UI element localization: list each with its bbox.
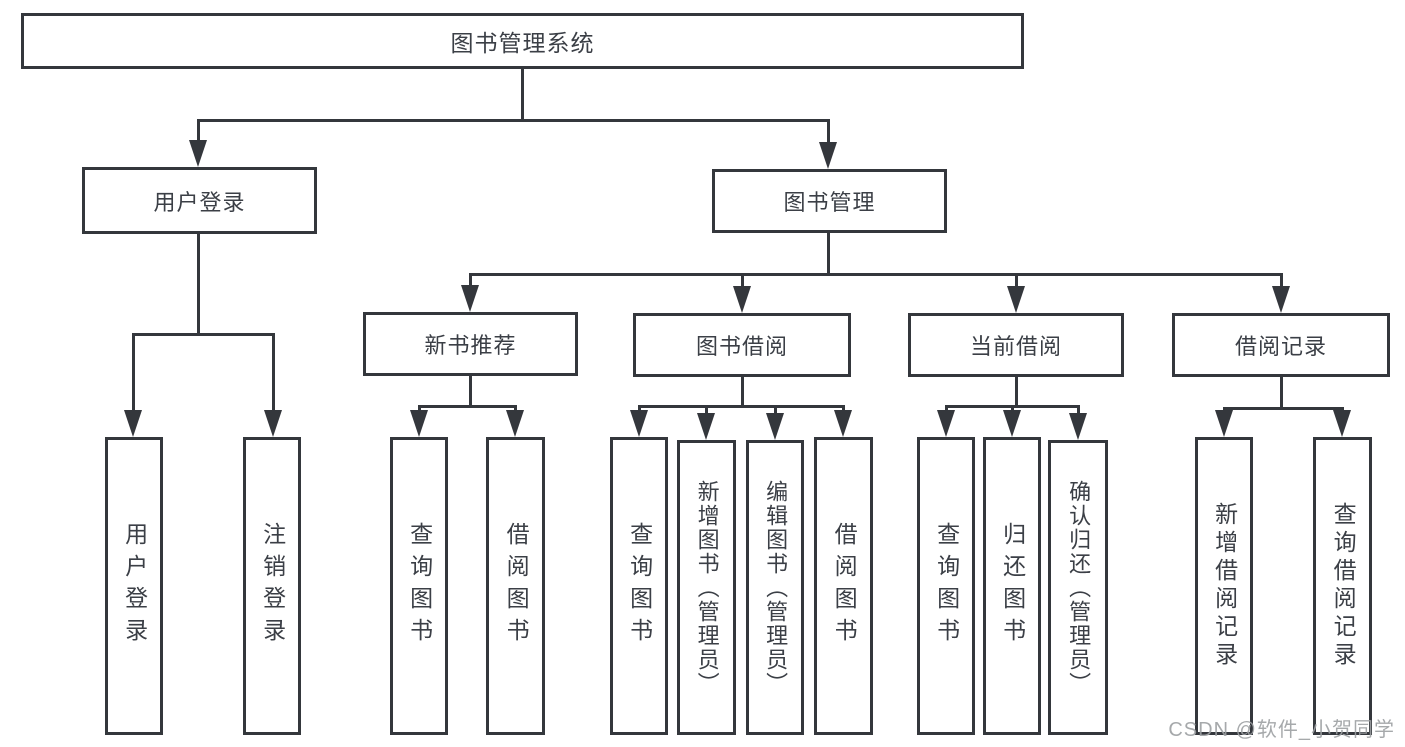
node-leaf-nbr-query-books: 查询图书 [390, 437, 448, 735]
node-label: 借阅图书 [503, 522, 530, 650]
arrow-to-br-query [1333, 410, 1351, 437]
arrow-to-bb-query [630, 410, 648, 437]
arrow-to-user-login [189, 140, 207, 167]
node-leaf-bb-borrow-books: 借阅图书 [814, 437, 873, 735]
arrow-to-ul-login [124, 410, 142, 437]
connector-drop-cb-query [945, 405, 948, 413]
node-current-borrowing: 当前借阅 [908, 313, 1124, 377]
connector-drop-user-login [197, 119, 200, 144]
node-leaf-bb-query-books: 查询图书 [610, 437, 668, 735]
connector-rail-user-login [132, 333, 274, 336]
connector-drop-bb-borrow [842, 405, 845, 413]
node-leaf-cb-query-books: 查询图书 [917, 437, 975, 735]
node-label: 查询借阅记录 [1330, 502, 1357, 670]
node-leaf-br-add-record: 新增借阅记录 [1195, 437, 1253, 735]
arrow-to-borrow-records [1272, 286, 1290, 313]
node-label: 归还图书 [999, 522, 1026, 650]
arrow-to-br-add [1215, 410, 1233, 437]
node-user-login-group: 用户登录 [82, 167, 317, 234]
arrow-to-current-borrow [1007, 286, 1025, 313]
connector-drop-nbr-borrow [514, 405, 517, 413]
arrow-to-cb-query [937, 410, 955, 437]
node-leaf-bb-edit-books-admin: 编辑图书（管理员） [746, 440, 804, 735]
arrow-to-ul-logout [264, 410, 282, 437]
node-leaf-cb-return-books: 归还图书 [983, 437, 1041, 735]
connector-stub-book-borrow [741, 376, 744, 406]
node-leaf-bb-add-books-admin: 新增图书（管理员） [677, 440, 736, 735]
node-label: 用户登录 [121, 522, 148, 650]
connector-stub-borrow-records [1280, 376, 1283, 409]
arrow-to-bb-add [697, 413, 715, 440]
node-leaf-logout: 注销登录 [243, 437, 301, 735]
node-label: 新增图书（管理员） [694, 479, 720, 696]
node-label: 用户登录 [153, 189, 246, 215]
node-label: 确认归还（管理员） [1066, 479, 1092, 696]
connector-drop-cb-confirm [1077, 405, 1080, 416]
connector-drop-borrow-records [1280, 273, 1283, 289]
connector-root-stub [521, 68, 524, 120]
node-label: 借阅记录 [1234, 334, 1327, 359]
connector-rail-borrow-records [1223, 407, 1343, 410]
connector-drop-book-mgmt [827, 119, 830, 145]
arrow-to-bb-borrow [834, 410, 852, 437]
connector-drop-current-borrow [1015, 273, 1018, 289]
connector-rail-book-borrow [638, 405, 844, 408]
node-leaf-user-login: 用户登录 [105, 437, 163, 735]
connector-stub-book-mgmt [827, 232, 830, 274]
arrow-to-nbr-query [410, 410, 428, 437]
connector-drop-bb-edit [774, 405, 777, 416]
node-leaf-nbr-borrow-books: 借阅图书 [486, 437, 545, 735]
connector-drop-bb-query [638, 405, 641, 413]
connector-drop-new-book [469, 273, 472, 289]
arrow-to-nbr-borrow [506, 410, 524, 437]
arrow-to-book-mgmt [819, 142, 837, 169]
arrow-to-bb-edit [766, 413, 784, 440]
connector-drop-book-borrow [741, 273, 744, 289]
connector-stub-new-book [469, 375, 472, 406]
connector-drop-nbr-query [418, 405, 421, 413]
node-label: 编辑图书（管理员） [763, 479, 789, 696]
node-label: 新书推荐 [424, 333, 517, 358]
arrow-to-cb-return [1003, 410, 1021, 437]
node-leaf-br-query-record: 查询借阅记录 [1313, 437, 1372, 735]
connector-drop-ul-login [132, 333, 135, 413]
node-label: 新增借阅记录 [1211, 502, 1238, 670]
arrow-to-cb-confirm [1069, 413, 1087, 440]
node-new-book-recommend: 新书推荐 [363, 312, 578, 376]
connector-drop-cb-return [1011, 405, 1014, 413]
connector-stub-current-borrow [1015, 376, 1018, 406]
connector-rail-level1 [197, 119, 830, 122]
node-book-management: 图书管理 [712, 169, 947, 233]
node-label: 图书管理系统 [450, 30, 595, 56]
connector-drop-bb-add [705, 405, 708, 416]
node-label: 注销登录 [259, 522, 286, 650]
connector-rail-book-mgmt [469, 273, 1282, 276]
connector-stub-user-login [197, 233, 200, 333]
node-label: 当前借阅 [969, 334, 1062, 359]
node-book-borrowing: 图书借阅 [633, 313, 851, 377]
node-label: 查询图书 [626, 522, 653, 650]
node-library-management-system: 图书管理系统 [21, 13, 1024, 69]
node-borrowing-records: 借阅记录 [1172, 313, 1390, 377]
node-leaf-cb-confirm-return-admin: 确认归还（管理员） [1048, 440, 1108, 735]
node-label: 查询图书 [406, 522, 433, 650]
arrow-to-book-borrow [733, 286, 751, 313]
arrow-to-new-book [461, 285, 479, 312]
node-label: 图书借阅 [695, 334, 788, 359]
node-label: 图书管理 [783, 190, 876, 215]
node-label: 借阅图书 [831, 522, 858, 650]
csdn-watermark: CSDN @软件_小贺同学 [1168, 719, 1395, 741]
node-label: 查询图书 [933, 522, 960, 650]
connector-drop-ul-logout [272, 333, 275, 413]
connector-rail-new-book [418, 405, 516, 408]
